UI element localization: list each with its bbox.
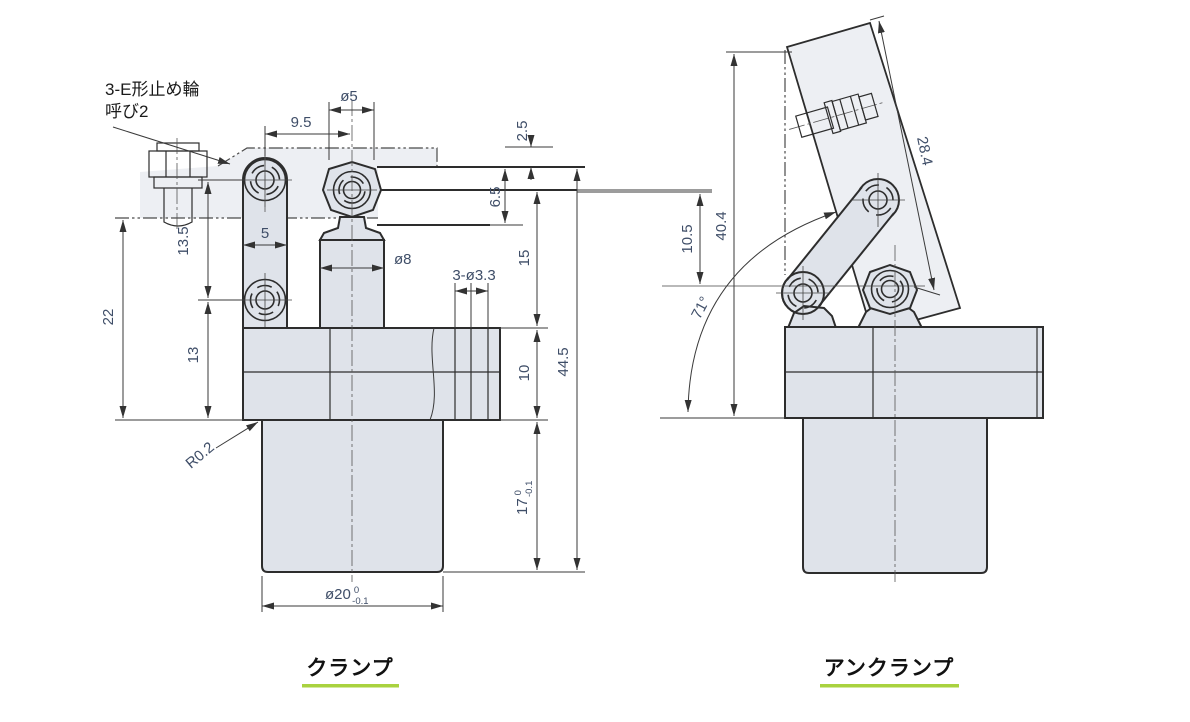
clamp-title: クランプ bbox=[306, 657, 393, 680]
svg-text:10.5: 10.5 bbox=[679, 224, 696, 253]
svg-text:5: 5 bbox=[261, 225, 269, 242]
hex-bolt bbox=[148, 138, 208, 232]
dim-9-5: 9.5 bbox=[264, 114, 350, 156]
dim-13: 13 bbox=[115, 302, 243, 421]
svg-text:呼び2: 呼び2 bbox=[105, 102, 148, 121]
svg-text:R0.2: R0.2 bbox=[183, 439, 218, 472]
handle-bolt bbox=[789, 92, 884, 138]
svg-text:40.4: 40.4 bbox=[713, 211, 730, 240]
dim-2-5: 2.5 bbox=[505, 121, 553, 180]
dim-dia5: ø5 bbox=[328, 88, 375, 160]
svg-text:170-0.1: 170-0.1 bbox=[513, 481, 535, 515]
svg-text:ø5: ø5 bbox=[340, 88, 358, 105]
dim-44-5: 44.5 bbox=[443, 169, 585, 573]
clamp-view: 9.5 ø5 2.5 6.5 5 bbox=[100, 80, 712, 612]
svg-text:13: 13 bbox=[185, 347, 202, 364]
svg-text:ø8: ø8 bbox=[394, 251, 412, 268]
dim-10: 10 bbox=[500, 330, 548, 421]
dim-15: 15 bbox=[500, 192, 548, 329]
svg-text:22: 22 bbox=[100, 309, 117, 326]
svg-text:44.5: 44.5 bbox=[555, 347, 572, 376]
dim-5: 5 bbox=[243, 225, 287, 249]
dim-13-5: 13.5 bbox=[175, 179, 242, 301]
dim-6-5: 6.5 bbox=[487, 169, 523, 226]
svg-text:13.5: 13.5 bbox=[175, 226, 192, 255]
unclamp-title-underline bbox=[820, 684, 959, 688]
break-line bbox=[429, 327, 435, 421]
svg-text:9.5: 9.5 bbox=[291, 114, 312, 131]
svg-text:10: 10 bbox=[516, 365, 533, 382]
clamp-dimensions: 9.5 ø5 2.5 6.5 5 bbox=[100, 80, 585, 612]
svg-text:6.5: 6.5 bbox=[487, 187, 504, 208]
shank-cylinder bbox=[261, 419, 444, 573]
retaining-ring-note: 3-E形止め輪 呼び2 bbox=[105, 80, 231, 165]
svg-text:15: 15 bbox=[516, 250, 533, 267]
base-block-side bbox=[784, 326, 1044, 419]
dim-3-dia3-3: 3-ø3.3 bbox=[452, 267, 496, 328]
dim-28-4: 28.4 bbox=[869, 15, 941, 296]
svg-text:2.5: 2.5 bbox=[514, 121, 531, 142]
svg-text:28.4: 28.4 bbox=[913, 135, 936, 167]
dim-dia8: ø8 bbox=[320, 251, 412, 272]
clamp-arm bbox=[377, 166, 712, 226]
view-titles: クランプ アンクランプ bbox=[302, 657, 959, 688]
dim-22: 22 bbox=[100, 220, 127, 418]
unclamp-title: アンクランプ bbox=[824, 657, 955, 680]
clamp-title-underline bbox=[302, 684, 399, 688]
svg-text:71°: 71° bbox=[688, 294, 714, 322]
link-lower-pivot bbox=[238, 273, 292, 327]
base-block bbox=[242, 327, 501, 421]
dim-10-5: 10.5 bbox=[577, 191, 712, 284]
svg-text:3-ø3.3: 3-ø3.3 bbox=[452, 267, 495, 284]
dim-r0-2: R0.2 bbox=[183, 421, 259, 472]
dim-17-tol: 170-0.1 bbox=[513, 422, 541, 570]
unclamp-view: 28.4 10.5 40.4 71° bbox=[577, 15, 1044, 582]
svg-text:3-E形止め輪: 3-E形止め輪 bbox=[105, 80, 199, 99]
